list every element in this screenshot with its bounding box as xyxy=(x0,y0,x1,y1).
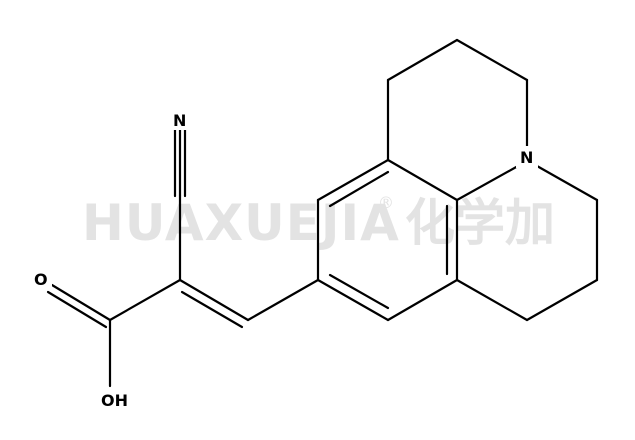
bond-carbonyl-1 xyxy=(50,283,112,322)
bond-alpha-carboxyl xyxy=(108,278,182,322)
bond-alkene-1 xyxy=(178,278,250,322)
atom-carbonyl-o: O xyxy=(34,270,48,289)
watermark: HUAXUEJIA ® 化学加 xyxy=(82,193,555,252)
atom-amine-n: N xyxy=(520,148,533,167)
bond-vinyl-ring xyxy=(246,278,320,322)
atom-hydroxyl: OH xyxy=(101,391,128,410)
bond-ring-b-inner xyxy=(328,170,390,208)
atom-labels: N O OH N xyxy=(30,110,538,410)
atom-bg-nitrile-n xyxy=(169,110,191,130)
bond-alkene-2 xyxy=(180,290,244,329)
atom-bg-carbonyl-o xyxy=(30,268,52,290)
bond-ring-b xyxy=(316,158,390,202)
bond-carbonyl-2 xyxy=(46,290,108,329)
bond-ring-c xyxy=(386,158,459,202)
bond-upper-c xyxy=(455,38,529,82)
bond-upper-b xyxy=(386,38,459,82)
bond-lower-d xyxy=(455,278,529,322)
bond-ring-e xyxy=(386,278,459,322)
watermark-latin: HUAXUEJIA xyxy=(82,194,400,252)
watermark-registered: ® xyxy=(378,193,394,212)
atom-bg-hydroxyl xyxy=(100,388,130,410)
bond-ring-f xyxy=(316,278,390,322)
bond-ring-f-inner xyxy=(328,273,390,310)
watermark-chinese: 化学加 xyxy=(405,194,555,252)
bonds xyxy=(46,38,599,388)
atom-bg-amine-n xyxy=(516,146,538,168)
bond-lower-c xyxy=(525,278,599,322)
bond-n-ring xyxy=(455,164,520,202)
bond-lower-a xyxy=(535,164,599,202)
atom-nitrile-n: N xyxy=(173,111,186,130)
